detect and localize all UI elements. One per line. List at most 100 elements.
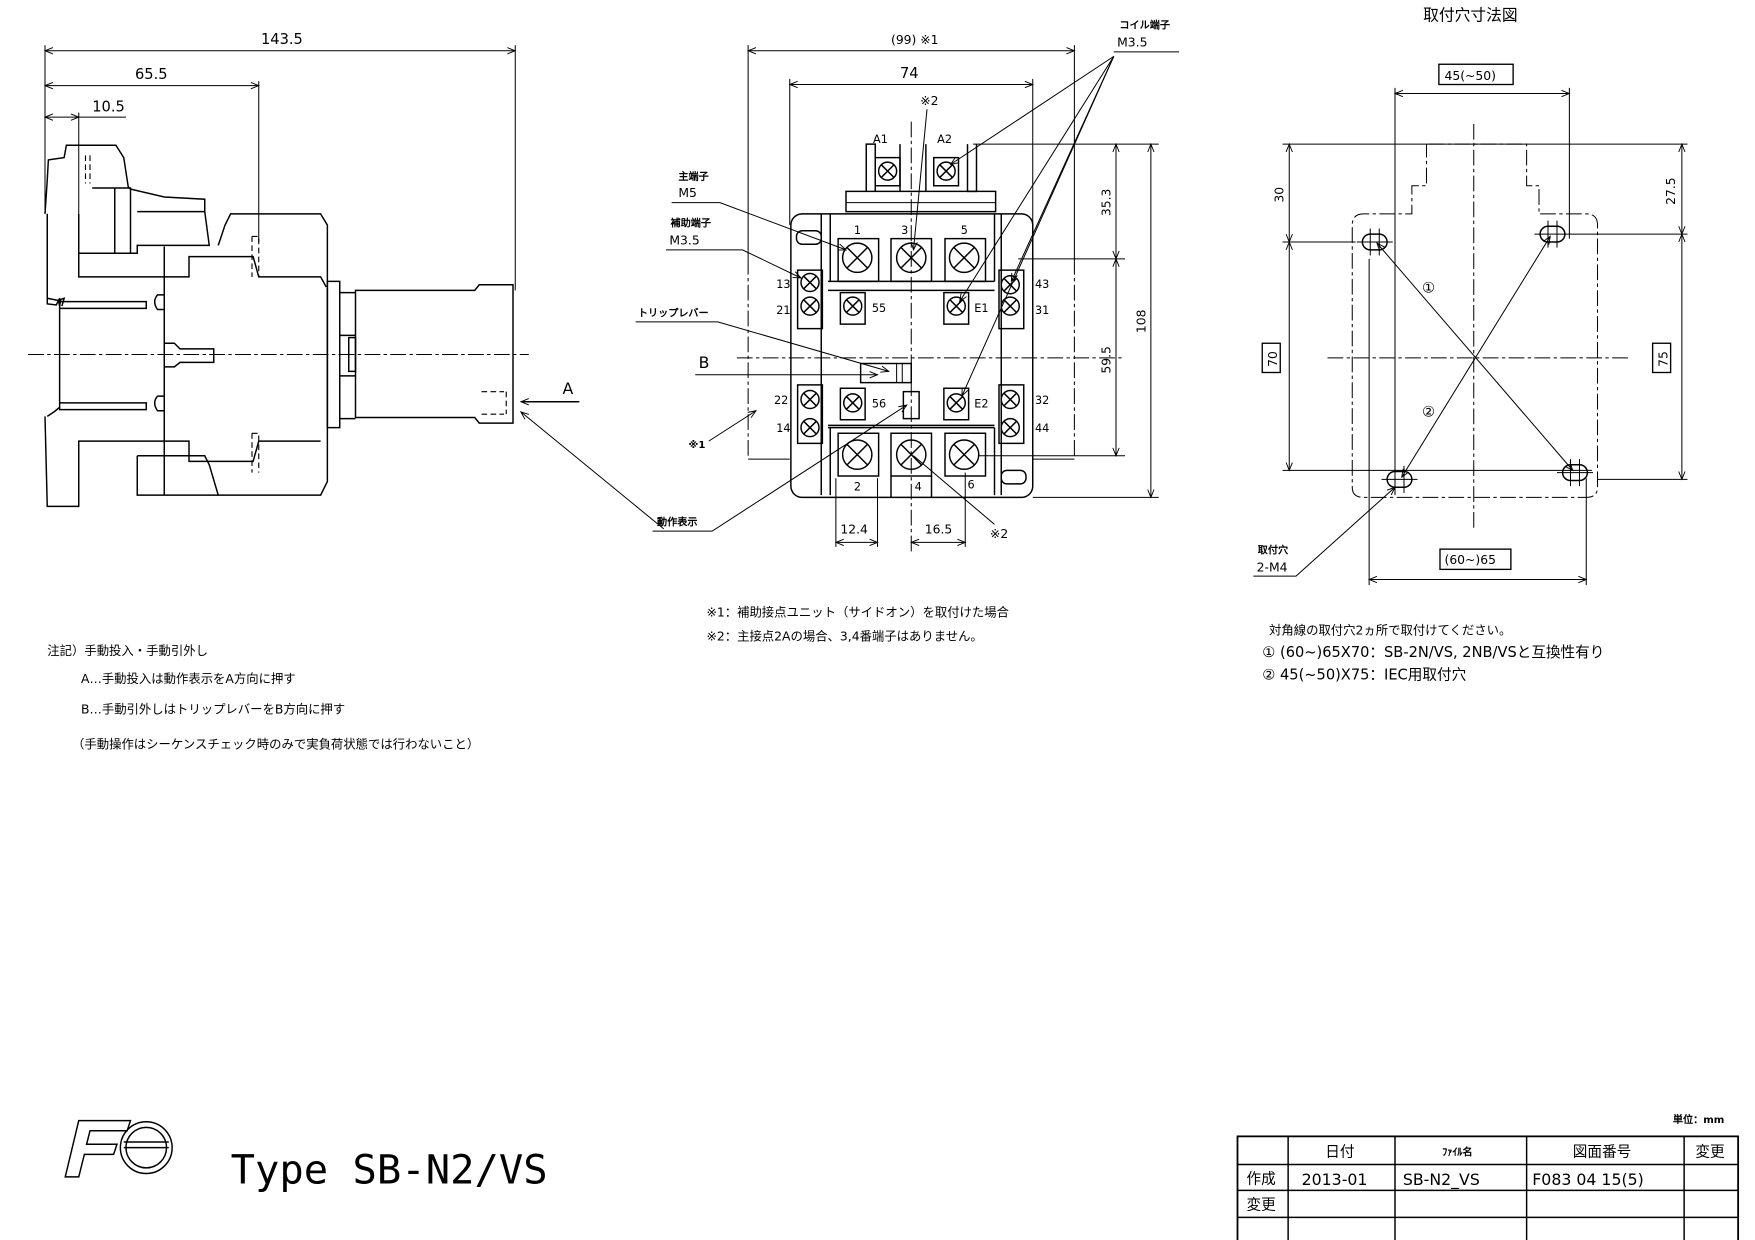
terminal-13: 13 — [776, 278, 790, 291]
label-aux-screw: M3.5 — [669, 233, 699, 247]
header-revision: 変更 — [1695, 1144, 1725, 1161]
screw-icon — [800, 272, 820, 293]
side-view: 143.5 65.5 10.5 A — [28, 31, 665, 530]
dim-35-3: 35.3 — [1099, 189, 1113, 217]
screw-icons — [800, 161, 1020, 470]
dim-143-5: 143.5 — [261, 31, 303, 48]
header-date: 日付 — [1325, 1144, 1354, 1161]
note-b: B…手動引外しはトリップレバーをB方向に押す — [81, 701, 345, 716]
label-main-terminal: 主端子 — [678, 170, 708, 183]
terminal-a1: A1 — [873, 133, 888, 146]
dim-16-5: 16.5 — [925, 522, 953, 536]
screw-icon — [843, 393, 863, 413]
trip-lever — [859, 362, 912, 384]
label-note-1: ※1 — [689, 439, 706, 451]
header-filename: ﾌｧｲﾙ名 — [1442, 1146, 1472, 1159]
screw-icon — [948, 242, 980, 274]
screw-icon — [841, 242, 873, 274]
notes-heading: 注記）手動投入・手動引外し — [47, 643, 208, 658]
header-drawing-number: 図面番号 — [1573, 1144, 1631, 1161]
mounting-hole-icon — [1356, 228, 1393, 256]
screw-icon — [800, 389, 820, 410]
label-operation-indicator: 動作表示 — [657, 516, 697, 529]
arrow-b-label: B — [699, 353, 710, 372]
note-2-bottom: ※2 — [990, 527, 1008, 541]
terminal-1: 1 — [854, 224, 861, 237]
type-label: Type SB-N2/VS — [231, 1146, 548, 1194]
row-created-filename: SB-N2_VS — [1403, 1170, 1480, 1190]
screw-icon — [841, 439, 873, 470]
terminal-55: 55 — [872, 302, 886, 315]
dim-45-50: 45(~50) — [1445, 69, 1496, 83]
terminal-44: 44 — [1035, 422, 1049, 435]
row-revised-label: 変更 — [1247, 1197, 1277, 1214]
row-created-drawing-number: F083 04 15(5) — [1532, 1170, 1644, 1189]
row-created-date: 2013-01 — [1302, 1170, 1368, 1189]
terminal-22: 22 — [774, 394, 788, 407]
dim-12-4: 12.4 — [840, 522, 868, 536]
dim-59-5: 59.5 — [1099, 346, 1113, 374]
label-aux-terminal: 補助端子 — [670, 216, 711, 229]
marker-1: ① — [1422, 280, 1435, 297]
screw-icon — [946, 296, 966, 316]
mounting-note-3: ② 45(~50)X75：IEC用取付穴 — [1262, 667, 1466, 684]
terminal-2: 2 — [854, 481, 861, 494]
mounting-hole-icon — [1557, 459, 1593, 487]
arrow-a-label: A — [563, 379, 574, 398]
note-caution: （手動操作はシーケンスチェック時のみで実負荷状態では行わないこと） — [72, 736, 479, 751]
note-2-top: ※2 — [920, 94, 938, 108]
dim-65-5: 65.5 — [135, 66, 168, 83]
screw-icon — [877, 161, 898, 181]
terminal-e2: E2 — [974, 397, 988, 410]
dim-108: 108 — [1134, 309, 1148, 333]
screw-icon — [800, 296, 820, 316]
dim-99: (99) ※1 — [891, 33, 939, 47]
front-view: (99) ※1 74 ※2 A1 A2 1 3 5 13 21 22 14 — [635, 18, 1179, 643]
row-created-label: 作成 — [1247, 1171, 1276, 1188]
label-coil-screw: M3.5 — [1117, 35, 1147, 49]
dim-70: 70 — [1266, 351, 1280, 367]
terminal-e1: E1 — [974, 302, 988, 315]
mounting-note-1: 対角線の取付穴2ヵ所で取付けてください。 — [1269, 623, 1511, 638]
title-block-table: 日付 ﾌｧｲﾙ名 図面番号 変更 作成 2013-01 SB-N2_VS F08… — [1236, 1135, 1740, 1240]
terminal-21: 21 — [776, 304, 790, 317]
dim-74: 74 — [900, 65, 919, 82]
mounting-hole-icon — [1534, 220, 1571, 248]
screw-icon — [1000, 296, 1020, 316]
screw-icon — [843, 296, 863, 316]
hole-spec: 2-M4 — [1257, 561, 1288, 575]
label-main-screw: M5 — [678, 186, 697, 200]
screw-icon — [936, 161, 956, 181]
screw-icon — [1000, 389, 1020, 410]
screw-icon — [800, 417, 820, 438]
footnote-2: ※2：主接点2Aの場合、3,4番端子はありません。 — [707, 628, 983, 643]
dim-60-65: (60~)65 — [1445, 553, 1496, 567]
marker-2: ② — [1422, 403, 1435, 420]
terminal-31: 31 — [1035, 304, 1049, 317]
note-a: A…手動投入は動作表示をA方向に押す — [81, 671, 296, 686]
terminal-5: 5 — [961, 224, 968, 237]
terminal-a2: A2 — [937, 133, 952, 146]
dim-27-5: 27.5 — [1664, 177, 1678, 205]
label-coil-terminal: コイル端子 — [1119, 18, 1170, 31]
footnote-1: ※1：補助接点ユニット（サイドオン）を取付けた場合 — [707, 605, 1010, 620]
dim-75: 75 — [1656, 351, 1670, 367]
terminal-4: 4 — [915, 481, 922, 494]
mounting-title: 取付穴寸法図 — [1423, 5, 1518, 24]
dim-10-5: 10.5 — [92, 99, 125, 116]
dim-30: 30 — [1273, 187, 1287, 203]
hole-label: 取付穴 — [1258, 544, 1289, 557]
fuji-electric-logo — [64, 1119, 173, 1178]
terminal-43: 43 — [1035, 278, 1049, 291]
mounting-hole-diagram: 取付穴寸法図 45(~50) ① ② 30 70 27.5 75 — [1253, 5, 1688, 684]
screw-icon — [1000, 275, 1020, 295]
manual-operation-notes: 注記）手動投入・手動引外し A…手動投入は動作表示をA方向に押す B…手動引外し… — [47, 643, 479, 751]
label-trip-lever: トリップレバー — [638, 306, 709, 319]
screw-icon — [1000, 417, 1020, 438]
terminal-56: 56 — [872, 397, 886, 410]
screw-icon — [948, 439, 980, 470]
terminal-3: 3 — [901, 224, 908, 237]
terminal-6: 6 — [968, 478, 975, 491]
unit-label: 単位：mm — [1673, 1113, 1724, 1126]
